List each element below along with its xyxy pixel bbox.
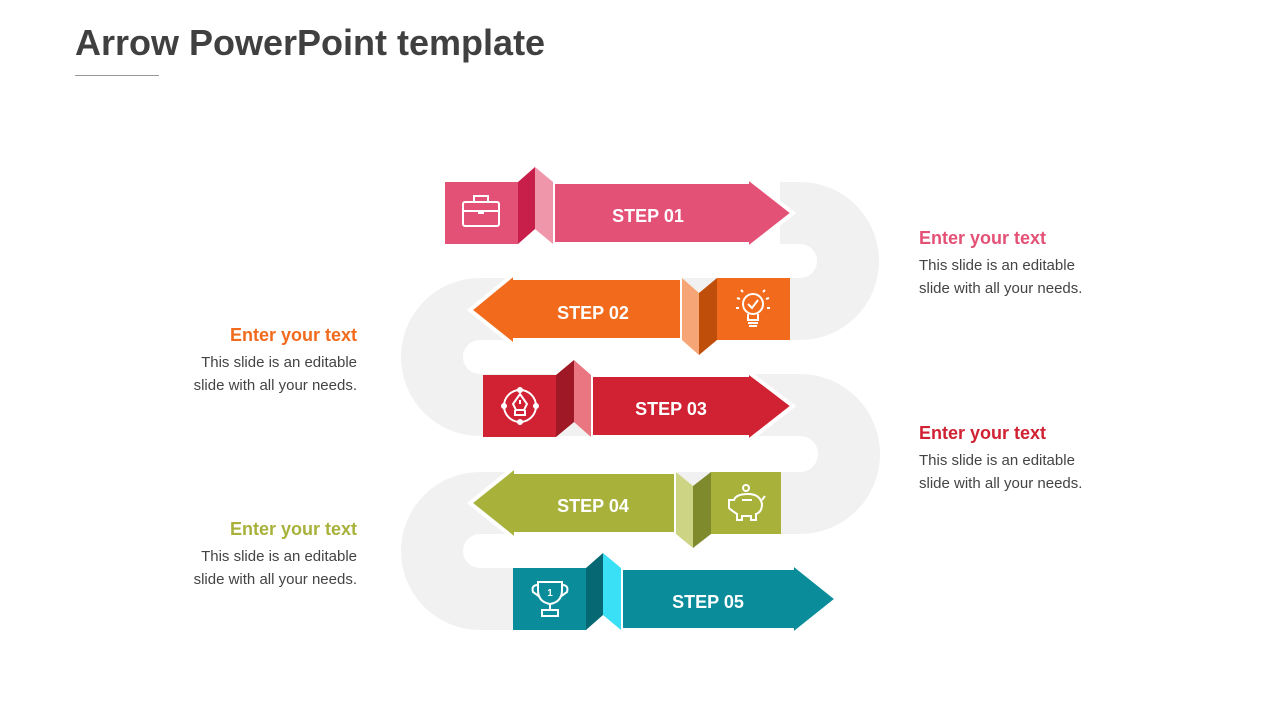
step-label: STEP 01 [612,206,684,226]
text-body-line: This slide is an editable [201,548,357,565]
step-01-arrow[interactable]: STEP 01 [445,167,797,254]
step-label: STEP 02 [557,303,629,323]
text-block-step-04: Enter your text This slide is an editabl… [157,519,357,591]
title-underline [75,75,159,76]
text-heading: Enter your text [229,325,357,345]
step-03-arrow[interactable]: STEP 03 [483,360,797,447]
text-body-line: slide with all your needs. [919,475,1083,492]
step-02-arrow[interactable]: STEP 02 [466,268,790,355]
step-label: STEP 04 [557,496,629,516]
piggy-bank-icon [728,484,766,521]
lightbulb-icon [736,289,770,327]
svg-text:1: 1 [547,588,553,599]
step-label: STEP 03 [635,399,707,419]
briefcase-icon [462,195,500,227]
text-body-line: This slide is an editable [919,452,1075,469]
text-body-line: slide with all your needs. [919,280,1083,297]
text-body-line: This slide is an editable [919,257,1075,274]
text-body-line: slide with all your needs. [193,571,357,588]
text-block-step-02: Enter your text This slide is an editabl… [157,325,357,397]
step-label: STEP 05 [672,592,744,612]
trophy-icon: 1 [531,581,569,617]
step-04-arrow[interactable]: STEP 04 [466,461,781,548]
text-heading: Enter your text [919,228,1047,248]
text-block-step-01: Enter your text This slide is an editabl… [919,228,1119,300]
slide-title: Arrow PowerPoint template [75,22,546,63]
text-heading: Enter your text [229,519,357,539]
text-body-line: This slide is an editable [201,354,357,371]
text-block-step-03: Enter your text This slide is an editabl… [919,423,1119,495]
text-body-line: slide with all your needs. [193,377,357,394]
pen-tool-icon [501,387,539,425]
text-heading: Enter your text [919,423,1047,443]
step-05-arrow[interactable]: 1 STEP 05 [513,553,841,640]
